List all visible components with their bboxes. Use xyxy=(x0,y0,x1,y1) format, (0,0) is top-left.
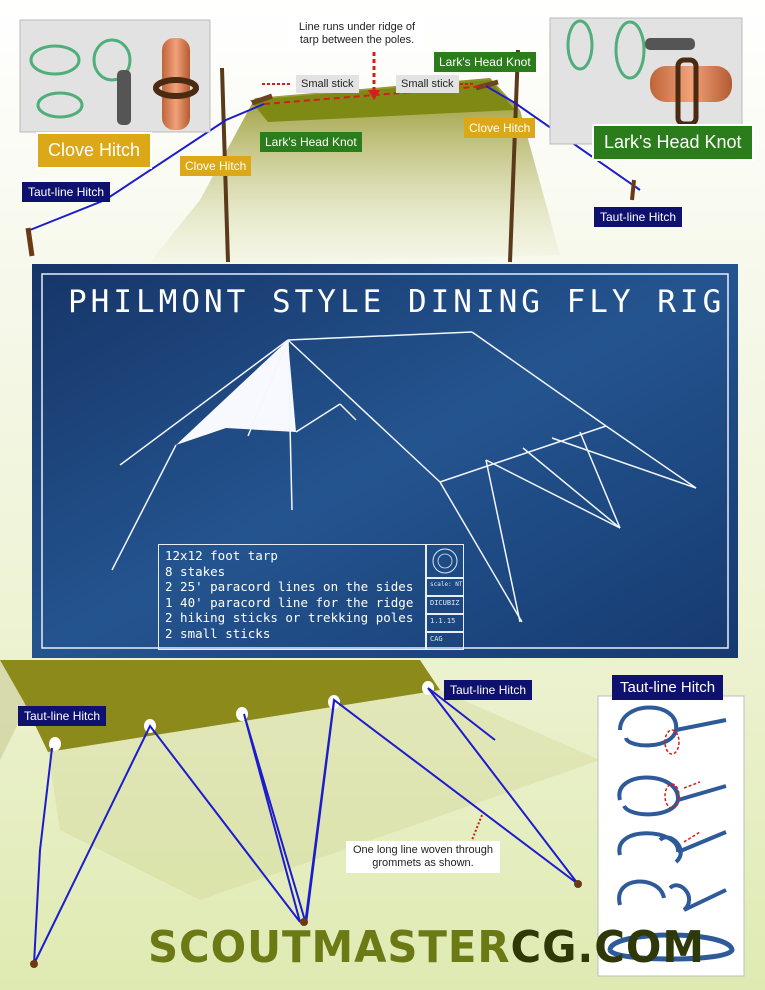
seal-icon xyxy=(432,548,458,574)
larks-head-panel xyxy=(549,17,743,145)
larks-head-right-label: Lark's Head Knot xyxy=(434,52,536,72)
larks-loop-2 xyxy=(614,20,646,80)
taut-line-panel-label: Taut-line Hitch xyxy=(612,675,724,700)
blueprint-title: PHILMONT STYLE DINING FLY RIG xyxy=(68,284,726,320)
small-stick-right-label: Small stick xyxy=(396,75,459,93)
taut-line-arrows xyxy=(664,729,701,843)
title-block-seal xyxy=(426,544,464,578)
blueprint-lines xyxy=(111,331,697,623)
bottom-tarp-shadow xyxy=(48,690,600,900)
clove-wrap xyxy=(153,77,199,99)
title-block-author: CAG xyxy=(426,632,464,650)
taut-line-steps xyxy=(607,705,735,962)
brand-logo: SCOUTMASTERCG.COM xyxy=(148,922,705,973)
blueprint-border xyxy=(41,273,729,649)
weave-note-arrow xyxy=(471,814,483,841)
bottom-shadow-left xyxy=(0,660,30,760)
ridge-note: Line runs under ridge of tarp between th… xyxy=(288,18,426,50)
taut-line-top-right-label: Taut-line Hitch xyxy=(594,207,683,227)
blueprint-panel xyxy=(32,264,738,658)
right-pole xyxy=(508,49,520,263)
materials-item: 12x12 foot tarp xyxy=(165,548,278,563)
clove-loop-3 xyxy=(92,38,132,82)
larks-loop-1 xyxy=(566,19,594,71)
right-stake xyxy=(630,179,636,201)
small-stick-left-label: Small stick xyxy=(296,75,359,93)
clove-loop-1 xyxy=(29,44,81,76)
larks-head-panel-label: Lark's Head Knot xyxy=(592,124,754,161)
clove-hitch-panel xyxy=(19,19,211,133)
tarp-shadow xyxy=(150,78,560,262)
materials-item: 8 stakes xyxy=(165,563,226,579)
title-block-scale: scale: NTS xyxy=(426,578,464,596)
right-guy-line xyxy=(485,85,641,191)
clove-dark-post xyxy=(117,70,131,125)
clove-hitch-left-label: Clove Hitch xyxy=(180,156,252,176)
materials-item: 2 25' paracord lines on the sides xyxy=(165,579,414,594)
blueprint-tarp-front xyxy=(176,340,296,445)
clove-hitch-right-label: Clove Hitch xyxy=(464,118,536,138)
taut-line-bottom-left-label: Taut-line Hitch xyxy=(18,706,107,726)
ridge-note-arrowhead xyxy=(368,90,380,100)
materials-item: 1 40' paracord line for the ridge xyxy=(165,594,414,610)
materials-item: 2 small sticks xyxy=(165,625,271,641)
materials-list: 12x12 foot tarp 8 stakes 2 25' paracord … xyxy=(158,544,426,650)
taut-line-top-left-label: Taut-line Hitch xyxy=(22,182,111,202)
larks-head-left-label: Lark's Head Knot xyxy=(260,132,362,152)
left-guy-line xyxy=(29,103,265,231)
bottom-tarp xyxy=(0,660,440,752)
larks-dark-stick xyxy=(645,38,695,50)
clove-wood-post xyxy=(162,38,190,130)
brand-part-2: CG.COM xyxy=(510,922,705,973)
weave-note: One long line woven through grommets as … xyxy=(346,841,500,873)
title-block-date: 1.1.15 xyxy=(426,614,464,632)
left-small-stick xyxy=(251,93,273,106)
right-small-stick xyxy=(475,79,499,91)
clove-loop-2 xyxy=(36,91,84,119)
larks-wood-stick xyxy=(650,66,732,102)
materials-item: 2 hiking sticks or trekking poles xyxy=(165,610,414,625)
title-block-drawing: DICUBIZ xyxy=(426,596,464,614)
taut-line-bottom-right-label: Taut-line Hitch xyxy=(444,680,533,700)
bottom-tarp-scene xyxy=(0,660,600,968)
left-stake xyxy=(25,227,35,257)
bottom-stakes xyxy=(30,880,582,968)
clove-hitch-panel-label: Clove Hitch xyxy=(36,132,153,169)
taut-line-panel xyxy=(597,695,745,977)
brand-part-1: SCOUTMASTER xyxy=(148,922,511,973)
